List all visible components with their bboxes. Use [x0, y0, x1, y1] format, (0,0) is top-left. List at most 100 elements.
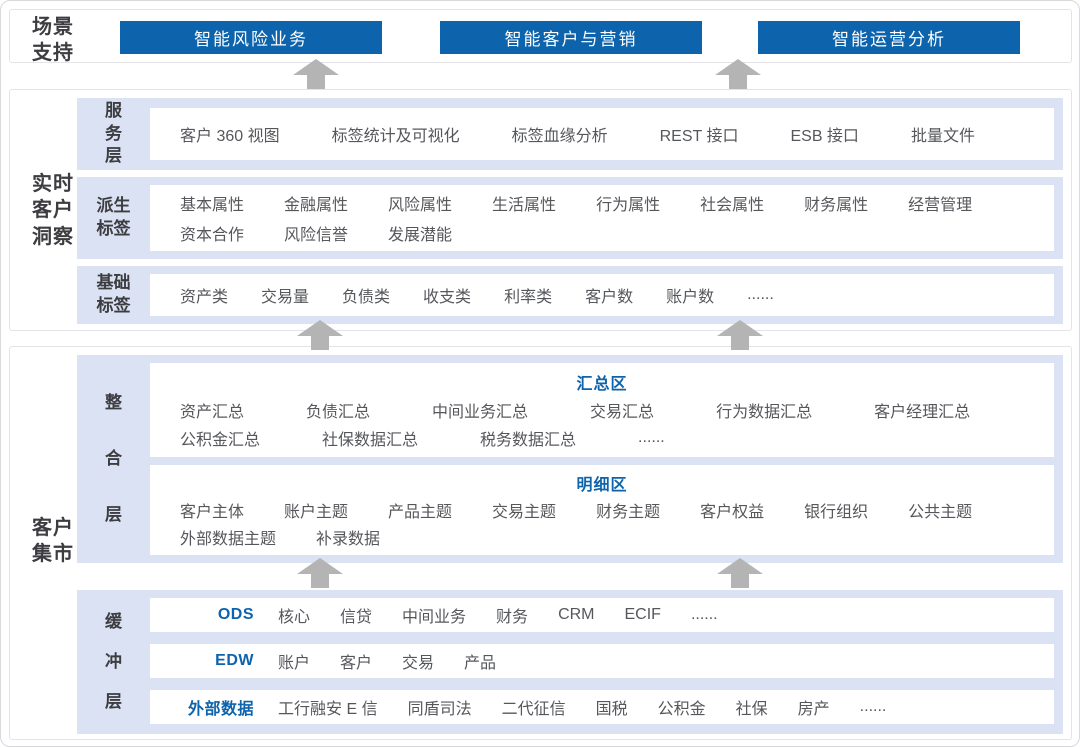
- buffer-row-edw: EDW 账户 客户 交易 产品: [150, 644, 1054, 678]
- item-label: 公积金汇总: [180, 432, 261, 449]
- basic-tags-band: 基础 标签 资产类 交易量 负债类 收支类 利率类 客户数 账户数......: [77, 266, 1063, 324]
- item-label: 收支类: [423, 289, 472, 306]
- item-label: 同盾司法: [407, 701, 472, 718]
- item-label: 利率类: [504, 289, 553, 306]
- item-label: REST 接口: [659, 128, 739, 145]
- integration-layer-band: 整 合 层 汇总区 资产汇总负债汇总中间业务汇总交易汇总行为数据汇总客户经理汇总…: [77, 355, 1063, 563]
- item-label: 国税: [595, 701, 628, 718]
- item-label: 二代征信: [501, 701, 566, 718]
- derived-tags-label: 派生 标签: [96, 196, 131, 238]
- item-label: 社保数据汇总: [322, 432, 419, 449]
- service-layer-label: 服 务 层: [105, 100, 122, 166]
- item-label: 基本属性: [180, 197, 245, 214]
- item-label: ......: [638, 429, 665, 446]
- customer-mart-panel: 客户 集市 整 合 层 汇总区 资产汇总负债汇总中间业务汇总交易汇总行为数据汇总…: [9, 346, 1072, 740]
- up-arrow-icon: [297, 320, 343, 350]
- item-label: 资本合作: [180, 227, 245, 244]
- detail-zone-line-1: 客户主体账户主题产品主题交易主题财务主题客户权益银行组织公共主题: [150, 498, 1054, 522]
- customer-mart-label: 客户 集市: [32, 517, 74, 566]
- basic-tags-label: 基础 标签: [96, 273, 131, 315]
- item-label: 负债类: [342, 289, 391, 306]
- external-data-source-label: 外部数据: [187, 701, 254, 718]
- item-label: 中间业务: [402, 609, 467, 626]
- item-label: 信贷: [340, 609, 373, 626]
- buffer-row-external-data: 外部数据 工行融安 E 信同盾司法二代征信国税公积金社保房产......: [150, 690, 1054, 724]
- scenario-button-smart-risk[interactable]: 智能风险业务: [120, 21, 382, 54]
- derived-tags-items-box: 基本属性 金融属性 风险属性 生活属性 行为属性 社会属性 财务属性 经营管理 资本合作 风险信…: [150, 185, 1054, 251]
- item-label: 财务主题: [596, 504, 661, 521]
- item-label: 负债汇总: [306, 404, 371, 421]
- item-label: ECIF: [624, 606, 661, 623]
- up-arrow-icon: [293, 59, 339, 89]
- scenario-button-smart-operation-analysis[interactable]: 智能运营分析: [758, 21, 1020, 54]
- up-arrow-icon: [717, 320, 763, 350]
- item-label: 行为属性: [596, 197, 661, 214]
- item-label: 资产类: [180, 289, 229, 306]
- item-label: 银行组织: [804, 504, 869, 521]
- up-arrow-icon: [715, 59, 761, 89]
- detail-zone-line-2: 外部数据主题 补录数据: [150, 525, 1054, 549]
- item-label: 资产汇总: [180, 404, 245, 421]
- scenario-support-panel: 场景 支持 智能风险业务 智能客户与营销 智能运营分析: [9, 9, 1072, 64]
- detail-zone-title: 明细区: [576, 477, 628, 494]
- item-label: ESB 接口: [790, 128, 859, 145]
- item-label: 产品: [464, 655, 497, 672]
- item-label: 交易: [402, 655, 435, 672]
- derived-tags-line-1: 基本属性 金融属性 风险属性 生活属性 行为属性 社会属性 财务属性 经营管理: [150, 191, 1054, 215]
- derived-tags-line-2: 资本合作 风险信誉 发展潜能: [150, 221, 1054, 245]
- external-data-items: 工行融安 E 信同盾司法二代征信国税公积金社保房产......: [254, 695, 886, 719]
- summary-zone-line-2: 公积金汇总 社保数据汇总 税务数据汇总......: [150, 426, 1054, 450]
- up-arrow-icon: [297, 558, 343, 588]
- item-label: 工行融安 E 信: [278, 701, 378, 718]
- item-label: 账户数: [666, 289, 715, 306]
- item-label: 账户主题: [284, 504, 349, 521]
- item-label: 批量文件: [910, 128, 975, 145]
- item-label: 客户 360 视图: [180, 128, 280, 145]
- basic-tags-items: 资产类 交易量 负债类 收支类 利率类 客户数 账户数......: [150, 283, 774, 307]
- item-label: 公积金: [657, 701, 706, 718]
- item-label: 风险信誉: [284, 227, 349, 244]
- item-label: 客户权益: [700, 504, 765, 521]
- buffer-layer-label: 缓 冲 层: [105, 612, 122, 711]
- item-label: 金融属性: [284, 197, 349, 214]
- up-arrow-icon: [717, 558, 763, 588]
- item-label: 产品主题: [388, 504, 453, 521]
- item-label: 客户数: [585, 289, 634, 306]
- item-label: 标签统计及可视化: [331, 128, 460, 145]
- item-label: 风险属性: [388, 197, 453, 214]
- item-label: 外部数据主题: [180, 531, 277, 548]
- item-label: 客户: [340, 655, 373, 672]
- item-label: 发展潜能: [388, 227, 453, 244]
- item-label: 标签血缘分析: [511, 128, 608, 145]
- service-layer-items-box: 客户 360 视图 标签统计及可视化 标签血缘分析 REST 接口 ESB 接口 批量文件: [150, 108, 1054, 160]
- item-label: 交易量: [261, 289, 310, 306]
- item-label: 税务数据汇总: [480, 432, 577, 449]
- item-label: 核心: [278, 609, 311, 626]
- item-label: 经营管理: [908, 197, 973, 214]
- item-label: 生活属性: [492, 197, 557, 214]
- edw-items: 账户 客户 交易 产品: [254, 649, 496, 673]
- item-label: 社保: [735, 701, 768, 718]
- service-layer-items: 客户 360 视图 标签统计及可视化 标签血缘分析 REST 接口 ESB 接口 批量文件: [150, 122, 975, 146]
- item-label: 客户主体: [180, 504, 245, 521]
- edw-source-label: EDW: [215, 652, 254, 669]
- item-label: ......: [747, 286, 774, 303]
- item-label: 财务: [496, 609, 529, 626]
- derived-tags-band: 派生 标签 基本属性 金融属性 风险属性 生活属性 行为属性 社会属性 财务属性 经营管理 资…: [77, 177, 1063, 259]
- scenario-support-label: 场景 支持: [32, 16, 74, 65]
- item-label: 房产: [797, 701, 830, 718]
- item-label: 社会属性: [700, 197, 765, 214]
- item-label: 补录数据: [316, 531, 381, 548]
- item-label: 账户: [278, 655, 311, 672]
- summary-zone: 汇总区 资产汇总负债汇总中间业务汇总交易汇总行为数据汇总客户经理汇总 公积金汇总…: [150, 363, 1054, 457]
- item-label: 财务属性: [804, 197, 869, 214]
- detail-zone: 明细区 客户主体账户主题产品主题交易主题财务主题客户权益银行组织公共主题 外部数…: [150, 465, 1054, 555]
- ods-source-label: ODS: [217, 606, 254, 623]
- item-label: CRM: [558, 606, 595, 623]
- scenario-button-smart-customer-marketing[interactable]: 智能客户与营销: [440, 21, 702, 54]
